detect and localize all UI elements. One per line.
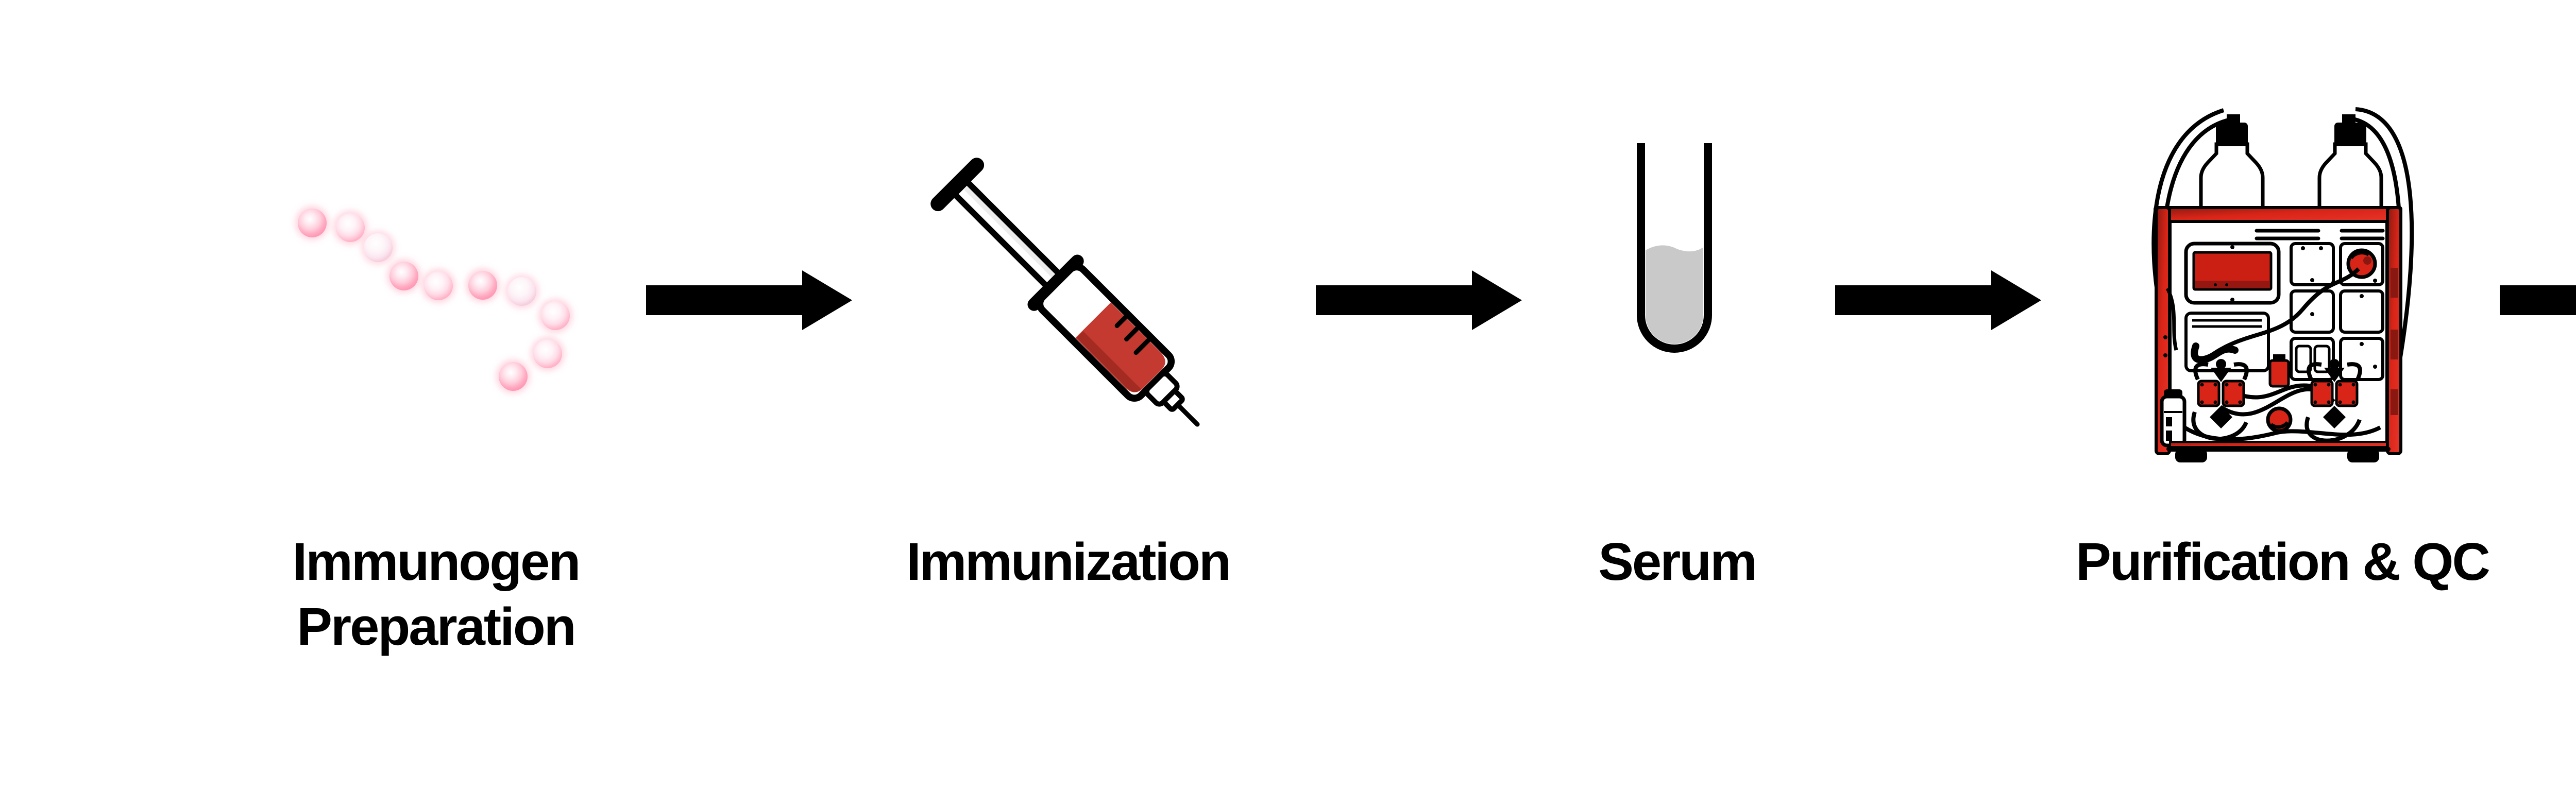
fplc-chromatography-system-icon [2151, 107, 2414, 462]
bead [531, 337, 565, 371]
stage-label-purification-qc: Purification & QC [2076, 532, 2490, 591]
stage-label-serum: Serum [1598, 532, 1757, 591]
bead [333, 211, 367, 245]
bead [496, 359, 530, 393]
stage-label-immunogen-preparation: Immunogen Preparation [292, 532, 581, 656]
flow-arrow-4 [2500, 270, 2576, 330]
bead [295, 206, 329, 240]
bead [466, 268, 500, 302]
test-tube-icon [1637, 143, 1712, 353]
bead [361, 231, 395, 265]
bead [387, 259, 421, 293]
flow-arrow-3 [1835, 270, 2041, 330]
flow-arrow-1 [646, 270, 852, 330]
serum-liquid [1646, 245, 1703, 344]
flow-arrow-2 [1316, 270, 1522, 330]
pump-left [2193, 359, 2249, 428]
peptide-bead-chain-icon [295, 206, 572, 393]
stage-label-immunization: Immunization [906, 532, 1231, 591]
syringe-icon [930, 158, 1200, 427]
bead [421, 269, 455, 303]
bead [505, 274, 539, 308]
bead [538, 299, 572, 333]
pump-right [2307, 359, 2362, 428]
